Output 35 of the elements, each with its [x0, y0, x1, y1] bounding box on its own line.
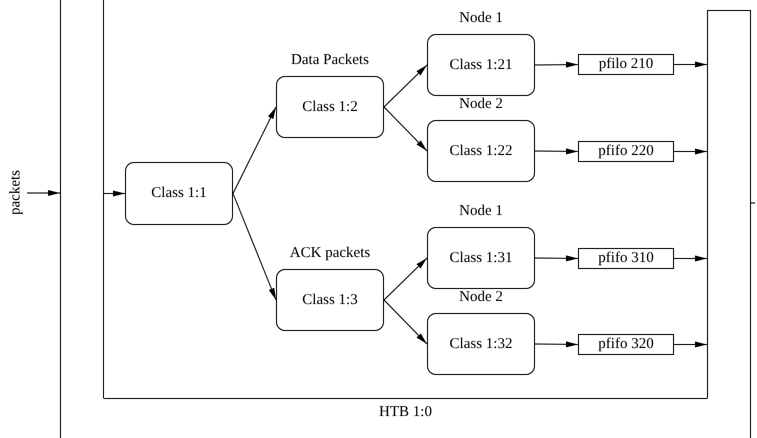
- arrow: [232, 193, 276, 300]
- node-heading: ACK packets: [288, 245, 372, 262]
- class-box: Class 1:3: [276, 269, 384, 331]
- queue-box: pfifo 320: [578, 334, 674, 355]
- arrow: [534, 255, 578, 262]
- class-box: Class 1:2: [276, 76, 384, 138]
- class-box: Class 1:31: [427, 227, 535, 289]
- queue-box: pfifo 220: [578, 141, 674, 162]
- arrow: [674, 148, 708, 154]
- node-heading: Node 2: [458, 289, 504, 306]
- arrow: [104, 190, 126, 196]
- arrow: [674, 342, 708, 348]
- scheduler-label: HTB 1:0: [378, 404, 433, 421]
- arrow: [384, 64, 428, 108]
- arrow: [674, 256, 708, 262]
- class-box: Class 1:32: [427, 313, 535, 375]
- arrow: [232, 106, 276, 194]
- arrow: [384, 300, 428, 344]
- arrow: [534, 148, 578, 154]
- arrow: [674, 62, 708, 68]
- arrow: [534, 62, 578, 68]
- class-box: Class 1:21: [427, 34, 535, 96]
- arrow: [384, 106, 428, 152]
- arrow: [534, 341, 578, 348]
- node-heading: Node 1: [458, 10, 504, 27]
- input-label: packets: [6, 170, 24, 218]
- class-box: Class 1:1: [125, 162, 233, 225]
- node-heading: Node 2: [458, 96, 504, 113]
- class-box: Class 1:22: [427, 120, 535, 182]
- arrow: [384, 258, 428, 300]
- arrow: [26, 190, 60, 196]
- queue-box: pfilo 210: [578, 54, 674, 75]
- queue-box: pfifo 310: [578, 248, 674, 269]
- node-heading: Data Packets: [290, 52, 370, 69]
- node-heading: Node 1: [458, 203, 504, 220]
